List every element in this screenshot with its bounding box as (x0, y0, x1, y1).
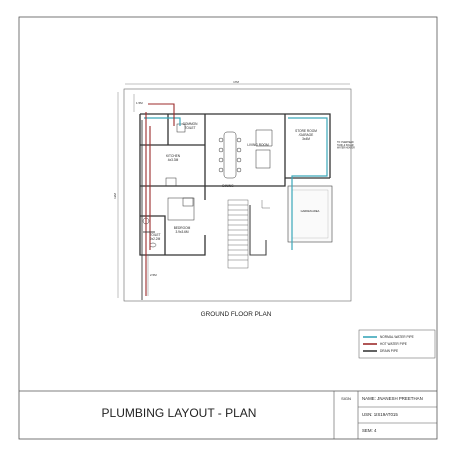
top-setback-label: 1.5M (136, 101, 143, 105)
room-dining: DINING (222, 184, 234, 188)
student-name: NAME: JNANESH PREETHAN (362, 396, 423, 401)
building-walls (139, 113, 331, 256)
normal-water-pipes (144, 117, 328, 250)
furniture (142, 123, 273, 248)
legend-items: NORMAL WATER PIPE HOT WATER PIPE DRAIN PIP… (363, 335, 414, 353)
legend-label: HOT WATER PIPE (380, 342, 407, 346)
bottom-setback-label: 2.5M (150, 273, 157, 277)
title-block: PLUMBING LAYOUT - PLAN SIGN NAME: JNANES… (19, 390, 437, 439)
overall-width-label: 17M (233, 80, 239, 84)
drawing-title: PLUMBING LAYOUT - PLAN (102, 406, 257, 420)
legend: NORMAL WATER PIPE HOT WATER PIPE DRAIN PIP… (358, 329, 436, 359)
sign-label: SIGN (341, 396, 351, 401)
room-living: LIVING ROOM (247, 143, 269, 147)
garden-area: GARDEN AREA (287, 185, 333, 243)
legend-label: NORMAL WATER PIPE (380, 335, 414, 339)
plot-boundary (123, 88, 352, 302)
student-sem: SEM: 4 (362, 428, 377, 433)
student-usn: USN: 1IS19AT015 (362, 412, 398, 417)
hot-water-pipes (145, 103, 175, 296)
legend-label: DRAIN PIPE (380, 349, 398, 353)
plan-caption: GROUND FLOOR PLAN (201, 311, 272, 318)
overall-depth-label: 12M (113, 193, 117, 199)
staircase (227, 199, 270, 269)
drain-pipes (141, 120, 155, 300)
floor-plan: 17M 12M 1.5M 2.5M GARDEN AREA (113, 80, 355, 302)
garden-label: GARDEN AREA (301, 209, 320, 213)
